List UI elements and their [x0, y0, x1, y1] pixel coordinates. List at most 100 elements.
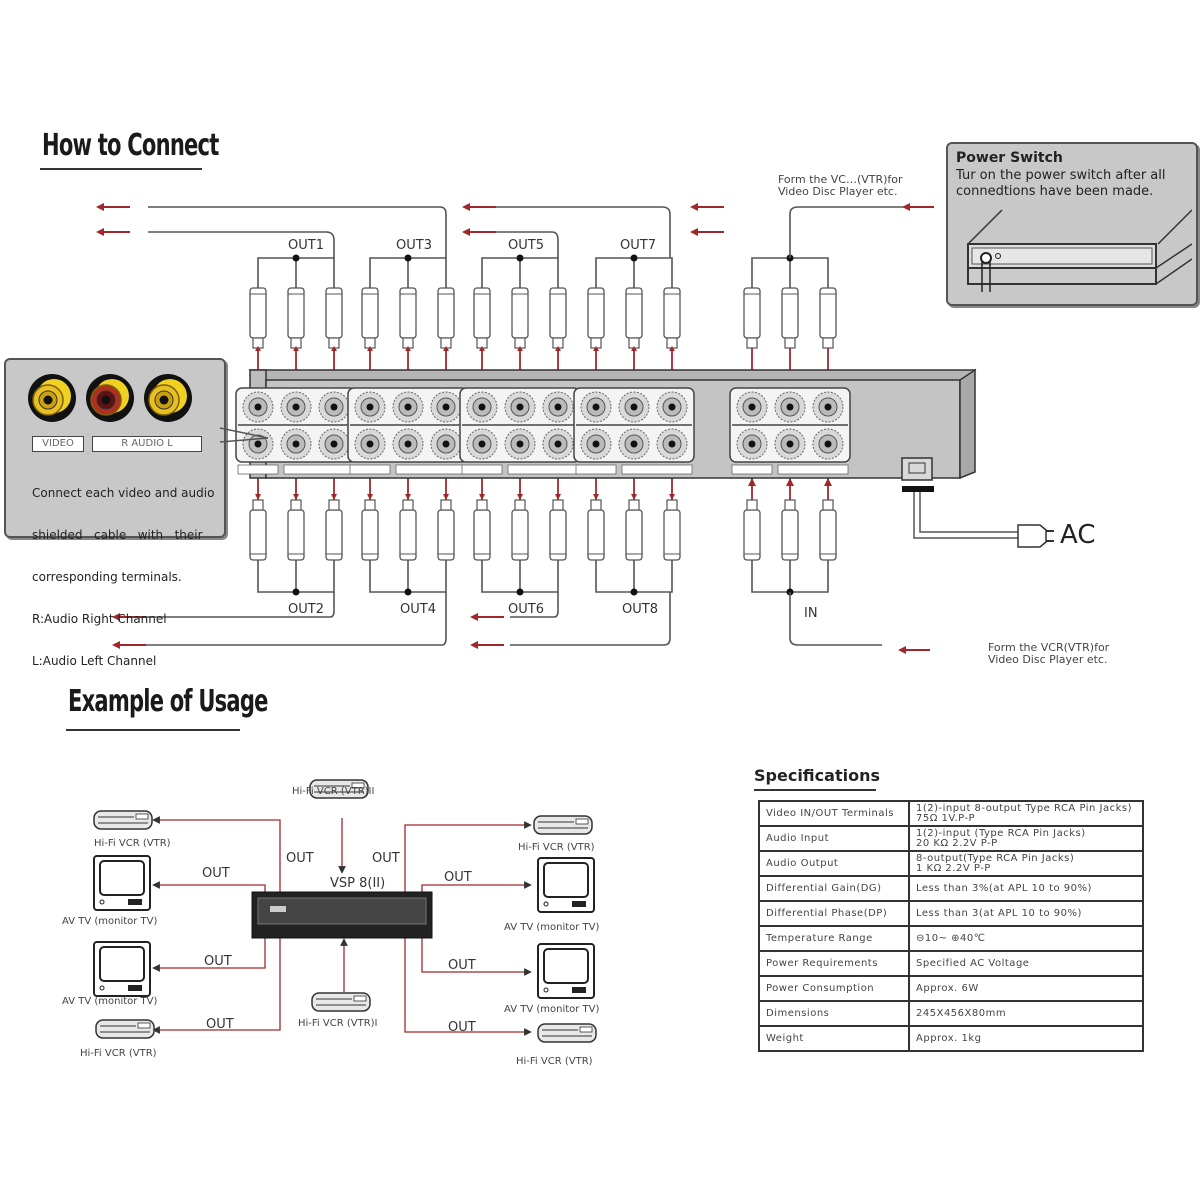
source-bottom-line1: Form the VCR(VTR)for: [988, 641, 1110, 654]
legend-line: shielded cable with their: [32, 528, 203, 542]
tv-icon: [537, 857, 595, 913]
spec-key: Audio Output: [758, 850, 910, 877]
arrow-left-icon: [470, 641, 478, 649]
rca-plug-icon: [473, 499, 491, 561]
legend-line: R:Audio Right Channel: [32, 612, 167, 626]
rca-plug-icon: [325, 499, 343, 561]
arrow-left-icon: [690, 203, 698, 211]
spec-value-line: 1(2)-input 8-output Type RCA Pin Jacks): [916, 802, 1133, 814]
port-label-out5: OUT5: [508, 238, 544, 253]
arrow-left-icon: [470, 613, 478, 621]
arrow-left-icon: [112, 641, 120, 649]
spec-row: Temperature Range⊖10~ ⊕40℃: [758, 925, 1144, 952]
label-out: OUT: [286, 851, 314, 866]
power-switch-text: Tur on the power switch after all conned…: [956, 168, 1166, 200]
spec-key: Power Requirements: [758, 950, 910, 977]
source-bottom-line2: Video Disc Player etc.: [988, 653, 1108, 666]
title-underline: [40, 168, 202, 170]
power-switch-title: Power Switch: [956, 150, 1063, 166]
callout-pointer: [220, 427, 269, 443]
rca-plug-icon: [361, 287, 379, 349]
rca-jack-icon: [354, 391, 386, 423]
rca-jack-icon: [430, 428, 462, 460]
cable-clamp: [902, 486, 934, 492]
rca-plug-icon: [287, 287, 305, 349]
specifications-title: Specifications: [754, 766, 880, 785]
rca-plug-icon: [587, 287, 605, 349]
rca-jack-icon: [466, 428, 498, 460]
spec-value-line: Specified AC Voltage: [916, 957, 1030, 969]
rca-plug-icon: [249, 287, 267, 349]
junction-dot: [630, 254, 638, 262]
spec-value: ⊖10~ ⊕40℃: [908, 925, 1144, 952]
vcr-icon: [537, 1023, 597, 1043]
rca-plug-icon: [249, 499, 267, 561]
rca-plug-icon: [437, 287, 455, 349]
tv-icon: [537, 943, 595, 999]
source-top-line2: Video Disc Player etc.: [778, 185, 898, 198]
device-illustration: [967, 209, 1192, 292]
label-out: OUT: [444, 870, 472, 885]
rca-plug-icon: [549, 499, 567, 561]
ac-cable: [913, 492, 1020, 539]
rca-jack-icon: [542, 428, 574, 460]
label-out: OUT: [372, 851, 400, 866]
rca-jack-icon: [392, 391, 424, 423]
spec-row: Differential Phase(DP)Less than 3(at APL…: [758, 900, 1144, 927]
rca-jack-icon: [242, 391, 274, 423]
rca-jacks-illustration: [28, 374, 192, 422]
spec-value-line: Approx. 1kg: [916, 1032, 982, 1044]
rca-jack-icon: [580, 391, 612, 423]
spec-value: Less than 3(at APL 10 to 90%): [908, 900, 1144, 927]
video-tag: VIDEO: [32, 436, 84, 452]
power-socket: [901, 457, 933, 481]
power-button-icon: [980, 252, 992, 264]
junction-dot: [516, 254, 524, 262]
label-vcr-right-bottom: Hi-Fi VCR (VTR): [516, 1056, 593, 1067]
rca-jack-icon: [812, 391, 844, 423]
label-vcr-bottom-center: Hi-Fi VCR (VTR)I: [298, 1018, 378, 1029]
spec-key: Power Consumption: [758, 975, 910, 1002]
rca-jack-icon: [618, 391, 650, 423]
jack-panel: [235, 387, 357, 475]
rca-jack-icon: [354, 428, 386, 460]
rca-plug-icon: [663, 499, 681, 561]
rca-plug-icon: [549, 287, 567, 349]
arrow-left-icon: [462, 228, 470, 236]
ac-plug: [1017, 524, 1047, 548]
port-label-out7: OUT7: [620, 238, 656, 253]
label-out: OUT: [206, 1017, 234, 1032]
rca-plug-icon: [625, 287, 643, 349]
port-label-out4: OUT4: [400, 602, 436, 617]
legend-line: Connect each video and audio: [32, 486, 215, 500]
rca-plug-icon: [781, 499, 799, 561]
rca-plug-icon: [587, 499, 605, 561]
rca-plug-icon: [473, 287, 491, 349]
rca-plug-icon: [399, 499, 417, 561]
tv-icon: [93, 855, 151, 911]
usage-diagram: [93, 779, 597, 1043]
rca-plug-icon: [287, 499, 305, 561]
label-vcr-left-top: Hi-Fi VCR (VTR): [94, 838, 171, 849]
spec-value: 1(2)-input 8-output Type RCA Pin Jacks)7…: [908, 800, 1144, 827]
rca-jack-icon: [580, 428, 612, 460]
rca-jack-icon: [618, 428, 650, 460]
legend-line: L:Audio Left Channel: [32, 654, 157, 668]
rca-plug-icon: [743, 287, 761, 349]
label-vcr-left-bottom: Hi-Fi VCR (VTR): [80, 1048, 157, 1059]
port-label-out6: OUT6: [508, 602, 544, 617]
spec-row: Differential Gain(DG)Less than 3%(at APL…: [758, 875, 1144, 902]
spec-value-line: 75Ω 1V.P-P: [916, 812, 976, 824]
rca-jack-icon: [736, 391, 768, 423]
junction-dot: [404, 254, 412, 262]
spec-value-line: 1 KΩ 2.2V P-P: [916, 862, 991, 874]
spec-value: 1(2)-input (Type RCA Pin Jacks)20 KΩ 2.2…: [908, 825, 1144, 852]
arrow-left-icon: [690, 228, 698, 236]
spec-value-line: 245X456X80mm: [916, 1007, 1007, 1019]
vcr-icon: [93, 810, 153, 830]
port-label-out3: OUT3: [396, 238, 432, 253]
rca-plug-icon: [743, 499, 761, 561]
